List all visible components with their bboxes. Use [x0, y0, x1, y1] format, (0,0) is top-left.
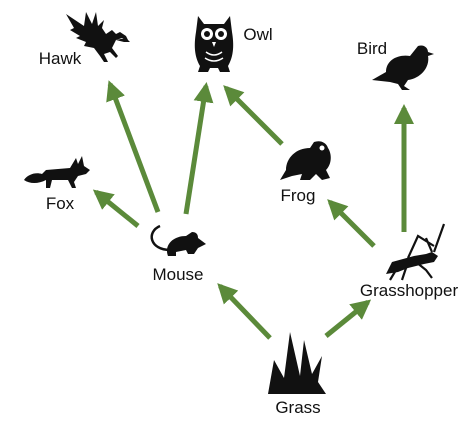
- mouse-icon: [150, 224, 206, 256]
- hawk-label: Hawk: [39, 49, 82, 68]
- arrow-grass-to-grasshopper: [324, 299, 372, 338]
- arrow-mouse-to-owl: [183, 82, 214, 215]
- arrow-mouse-to-fox: [92, 189, 140, 228]
- owl-label: Owl: [243, 25, 272, 44]
- arrow-frog-to-owl: [223, 85, 284, 146]
- bird-label: Bird: [357, 39, 387, 58]
- arrow-layer: [92, 80, 414, 340]
- fox-label: Fox: [46, 194, 75, 213]
- mouse-label: Mouse: [152, 265, 203, 284]
- frog-icon: [280, 141, 331, 180]
- grasshopper-icon: [386, 223, 446, 281]
- bird-icon: [372, 45, 434, 91]
- owl-icon: [194, 16, 234, 72]
- grass-icon: [268, 332, 326, 394]
- arrow-grasshopper-to-frog: [327, 199, 376, 248]
- frog-label: Frog: [281, 186, 316, 205]
- arrow-grass-to-mouse: [217, 283, 272, 340]
- fox-icon: [24, 156, 90, 188]
- hawk-icon: [66, 12, 130, 62]
- grass-label: Grass: [275, 398, 320, 417]
- arrow-mouse-to-hawk: [106, 80, 161, 213]
- grasshopper-label: Grasshopper: [360, 281, 459, 300]
